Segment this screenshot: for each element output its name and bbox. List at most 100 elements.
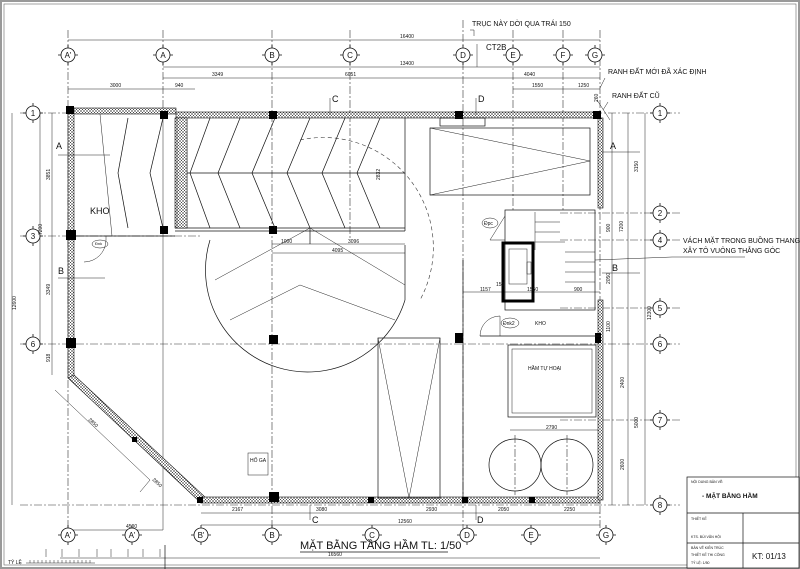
dim: 1000	[281, 239, 292, 245]
dim: 1550	[527, 287, 538, 293]
dim: 2400	[620, 377, 626, 388]
grid-bubble-label: 1	[31, 109, 36, 118]
title-block-designer: KTS. BÙI VĂN HỘI	[691, 534, 721, 539]
grid-bubble-label: A'	[129, 531, 136, 540]
grid-bubble-label: B	[269, 51, 274, 60]
dim: 3000	[110, 83, 121, 89]
dimension-texts: 16400 13400 3349 6051 4040 3000 940 1550…	[12, 34, 653, 558]
section-mark: B	[612, 263, 618, 273]
dim: 6051	[345, 72, 356, 78]
grid-bubble-label: B	[269, 531, 274, 540]
grid-bubble-bottom: D	[457, 525, 477, 545]
grid-bubble-tick	[650, 203, 670, 223]
grid-bubble-top: B	[262, 45, 282, 65]
grid-bubble-right: 1	[650, 103, 670, 123]
note-new-boundary: RANH ĐẤT MỚI ĐÃ XÁC ĐỊNH	[608, 66, 706, 76]
dim: 1157	[480, 287, 491, 293]
grid-bubble-tick	[191, 525, 211, 545]
dim: 12300	[647, 306, 653, 320]
dim: 260	[594, 93, 600, 102]
grid-bubble-label: D	[464, 531, 470, 540]
grid-bubble-left: 6	[23, 334, 43, 354]
dim: 2250	[564, 507, 575, 513]
dim: 1250	[578, 83, 589, 89]
grid-bubble-label: G	[592, 51, 598, 60]
grid-bubble-tick	[262, 525, 282, 545]
grid-bubble-tick	[23, 103, 43, 123]
grid-bubble-label: 6	[658, 340, 663, 349]
grid-bubble-tick	[650, 103, 670, 123]
parking-space	[429, 117, 591, 196]
walls	[67, 107, 604, 504]
dim: 4040	[524, 72, 535, 78]
dim: 2050	[606, 273, 612, 284]
grid-bubble-label: 4	[658, 236, 663, 245]
room-label-manhole: HỐ GA	[250, 457, 267, 464]
dim: 940	[175, 83, 184, 89]
dim: 13400	[400, 61, 414, 67]
grid-bubble-label: E	[528, 531, 533, 540]
grid-bubble-top: C	[340, 45, 360, 65]
dim: 12600	[12, 296, 18, 310]
room-labels: KHO KHO HẦM TỰ HOẠI HỐ GA Đnk Đpc Đnk2 A…	[56, 94, 618, 525]
parking-space-center	[377, 337, 441, 499]
grid-bubble-tick	[650, 230, 670, 250]
dim: 3349	[212, 72, 223, 78]
septic-tank	[247, 344, 597, 495]
dim: 1550	[532, 83, 543, 89]
grid-bubble-top: A	[153, 45, 173, 65]
grid-bubble-label: 1	[658, 109, 663, 118]
grid-bubble-tick	[122, 525, 142, 545]
dim: 900	[606, 223, 612, 232]
grid-bubble-tick	[650, 410, 670, 430]
inner-border	[3, 3, 797, 566]
grid-bubble-bottom: C	[362, 525, 382, 545]
dim: 1100	[606, 321, 612, 332]
dim: 4500	[126, 524, 137, 530]
grid-bubble-left: 3	[23, 226, 43, 246]
grid-bubble-label: F	[561, 51, 566, 60]
grid-bubble-tick	[650, 495, 670, 515]
section-mark: C	[312, 515, 319, 525]
grid-bubble-top: A'	[58, 45, 78, 65]
grid-bubble-label: 2	[658, 209, 663, 218]
grid-bubble-label: 8	[658, 501, 663, 510]
grid-bubble-label: 7	[658, 416, 663, 425]
dim: 7200	[38, 224, 44, 235]
grid-bubble-right: 8	[650, 495, 670, 515]
dim: 2930	[426, 507, 437, 513]
door-tag: Đpc	[484, 221, 493, 227]
door-tag: Đnk2	[503, 321, 515, 327]
grid-bubble-tick	[362, 525, 382, 545]
section-mark: D	[478, 94, 485, 104]
dim: 2050	[498, 507, 509, 513]
grid-bubble-bottom: A'	[58, 525, 78, 545]
grid-bubble-label: A'	[65, 51, 72, 60]
grid-bubble-label: 6	[31, 340, 36, 349]
title-block-drawing-name: - MẶT BẰNG HẦM	[702, 490, 758, 500]
grid-bubble-bottom: B'	[191, 525, 211, 545]
grid-bubble-label: 5	[658, 304, 663, 313]
grid-bubble-tick	[153, 45, 173, 65]
scale-label: TỶ LỆ	[8, 558, 23, 566]
grid-bubble-tick	[340, 45, 360, 65]
dim: 3150	[634, 161, 640, 172]
section-mark: A	[56, 141, 62, 151]
grid-bubble-tick	[58, 45, 78, 65]
dim: 2790	[546, 425, 557, 431]
note-stair-wall-2: XÂY TÔ VUÔNG THẲNG GÓC	[683, 246, 780, 255]
sheet-number: KT: 01/13	[752, 552, 786, 561]
dim: 5000	[634, 417, 640, 428]
title-block-type-2: THIẾT KẾ THI CÔNG	[691, 552, 725, 557]
dim: 918	[46, 353, 52, 362]
title-block-scale: TỶ LỆ: 1/50	[691, 560, 710, 565]
grid-bubble-tick	[503, 45, 523, 65]
grid-bubble-right: 7	[650, 410, 670, 430]
room-label-storage-2: KHO	[535, 321, 546, 327]
title-block: NỘI DUNG BẢN VẼ: - MẶT BẰNG HẦM THIẾT KẾ…	[686, 476, 800, 569]
grid-bubble-top: E	[503, 45, 523, 65]
dim: 150	[496, 282, 505, 288]
grid-bubble-top: D	[453, 45, 473, 65]
grid-bubble-label: A'	[65, 531, 72, 540]
